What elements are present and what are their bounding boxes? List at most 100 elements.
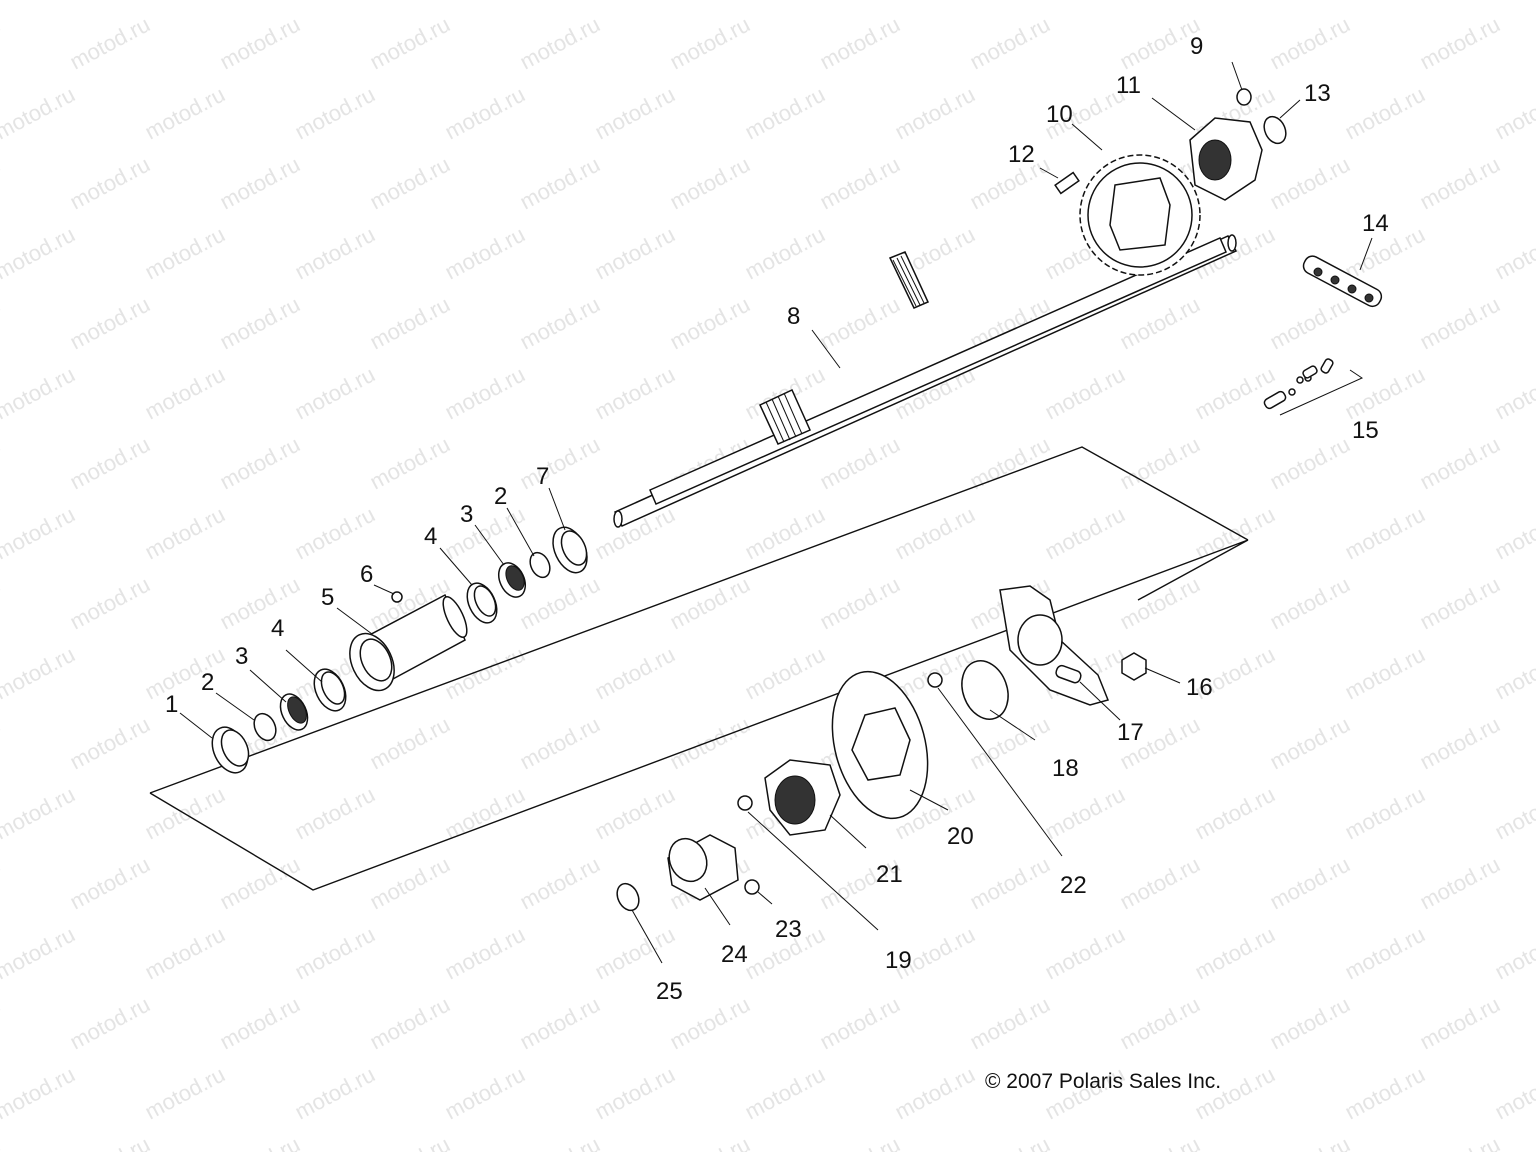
watermark-text: motod.ru bbox=[441, 222, 529, 285]
watermark-text: motod.ru bbox=[816, 992, 904, 1055]
callout-labels: 1 2 3 4 5 6 2 3 4 7 8 9 10 11 12 13 14 1… bbox=[165, 33, 1389, 1005]
callout-7: 7 bbox=[536, 463, 549, 490]
callout-16: 16 bbox=[1186, 674, 1213, 701]
watermark-text: motod.ru bbox=[291, 782, 379, 845]
watermark-text: motod.ru bbox=[291, 82, 379, 145]
watermark-text: motod.ru bbox=[0, 432, 4, 495]
watermark-text: motod.ru bbox=[141, 82, 229, 145]
callout-14: 14 bbox=[1362, 210, 1389, 237]
watermark-text: motod.ru bbox=[1266, 852, 1354, 915]
watermark-text: motod.ru bbox=[816, 292, 904, 355]
watermark-text: motod.ru bbox=[141, 922, 229, 985]
watermark-text: motod.ru bbox=[591, 1062, 679, 1125]
watermark-text: motod.ru bbox=[441, 362, 529, 425]
brake-parts bbox=[616, 585, 1147, 912]
callout-19: 19 bbox=[885, 947, 912, 974]
watermark-text: motod.ru bbox=[66, 432, 154, 495]
watermark-text: motod.ru bbox=[516, 152, 604, 215]
watermark-text: motod.ru bbox=[141, 1062, 229, 1125]
callout-2b: 2 bbox=[494, 483, 507, 510]
watermark-text: motod.ru bbox=[741, 0, 829, 4]
watermark-text: motod.ru bbox=[216, 432, 304, 495]
watermark-text: motod.ru bbox=[141, 502, 229, 565]
watermark-text: motod.ru bbox=[516, 712, 604, 775]
watermark-text: motod.ru bbox=[1341, 642, 1429, 705]
callout-2: 2 bbox=[201, 669, 214, 696]
watermark-text: motod.ru bbox=[666, 12, 754, 75]
watermark-text: motod.ru bbox=[66, 12, 154, 75]
watermark-text: motod.ru bbox=[591, 0, 679, 4]
watermark-text: motod.ru bbox=[741, 82, 829, 145]
watermark-text: motod.ru bbox=[66, 852, 154, 915]
bearing-parts bbox=[211, 526, 588, 774]
watermark-text: motod.ru bbox=[666, 1132, 754, 1152]
callout-6: 6 bbox=[360, 561, 373, 588]
watermark-text: motod.ru bbox=[666, 152, 754, 215]
watermark-text: motod.ru bbox=[216, 852, 304, 915]
watermark-text: motod.ru bbox=[1266, 12, 1354, 75]
watermark-text: motod.ru bbox=[1341, 0, 1429, 4]
watermark-text: motod.ru bbox=[0, 292, 4, 355]
watermark-text: motod.ru bbox=[1116, 572, 1204, 635]
watermark-text: motod.ru bbox=[1416, 152, 1504, 215]
watermark-text: motod.ru bbox=[591, 782, 679, 845]
watermark-text: motod.ru bbox=[0, 502, 79, 565]
watermark-text: motod.ru bbox=[891, 1062, 979, 1125]
watermark-text: motod.ru bbox=[0, 152, 4, 215]
watermark-text: motod.ru bbox=[816, 1132, 904, 1152]
callout-5: 5 bbox=[321, 584, 334, 611]
copyright-notice: © 2007 Polaris Sales Inc. bbox=[985, 1070, 1221, 1093]
watermark-text: motod.ru bbox=[216, 12, 304, 75]
callout-9: 9 bbox=[1190, 33, 1203, 60]
watermark-text: motod.ru bbox=[0, 922, 79, 985]
watermark-text: motod.ru bbox=[1191, 922, 1279, 985]
watermark-text: motod.ru bbox=[1491, 782, 1536, 845]
callout-21: 21 bbox=[876, 861, 903, 888]
watermark-text: motod.ru bbox=[1416, 432, 1504, 495]
watermark-text: motod.ru bbox=[1191, 0, 1279, 4]
watermark-text: motod.ru bbox=[1266, 1132, 1354, 1152]
watermark-text: motod.ru bbox=[141, 362, 229, 425]
watermark-text: motod.ru bbox=[216, 152, 304, 215]
watermark-text: motod.ru bbox=[216, 292, 304, 355]
watermark-text: motod.ru bbox=[1491, 82, 1536, 145]
callout-11: 11 bbox=[1116, 72, 1141, 99]
callout-15: 15 bbox=[1352, 417, 1379, 444]
watermark-text: motod.ru bbox=[891, 0, 979, 4]
watermark-text: motod.ru bbox=[816, 152, 904, 215]
watermark-text: motod.ru bbox=[0, 1062, 79, 1125]
watermark-text: motod.ru bbox=[1416, 12, 1504, 75]
watermark-text: motod.ru bbox=[516, 572, 604, 635]
watermark-text: motod.ru bbox=[1416, 852, 1504, 915]
watermark-text: motod.ru bbox=[0, 222, 79, 285]
watermark-text: motod.ru bbox=[1191, 782, 1279, 845]
watermark-text: motod.ru bbox=[216, 992, 304, 1055]
watermark-text: motod.ru bbox=[441, 922, 529, 985]
watermark-text: motod.ru bbox=[441, 82, 529, 145]
watermark-text: motod.ru bbox=[966, 12, 1054, 75]
watermark-text: motod.ru bbox=[366, 432, 454, 495]
watermark-text: motod.ru bbox=[216, 1132, 304, 1152]
watermark-text: motod.ru bbox=[816, 572, 904, 635]
watermark-text: motod.ru bbox=[1266, 152, 1354, 215]
watermark-text: motod.ru bbox=[1416, 992, 1504, 1055]
watermark-text: motod.ru bbox=[366, 292, 454, 355]
watermark-text: motod.ru bbox=[1041, 0, 1129, 4]
watermark-text: motod.ru bbox=[966, 1132, 1054, 1152]
watermark-text: motod.ru bbox=[1116, 852, 1204, 915]
watermark-text: motod.ru bbox=[0, 572, 4, 635]
watermark-text: motod.ru bbox=[291, 362, 379, 425]
callout-3: 3 bbox=[235, 643, 248, 670]
callout-20: 20 bbox=[947, 823, 974, 850]
watermark-text: motod.ru bbox=[1341, 502, 1429, 565]
watermark-text: motod.ru bbox=[591, 82, 679, 145]
watermark-text: motod.ru bbox=[66, 1132, 154, 1152]
watermark-text: motod.ru bbox=[66, 152, 154, 215]
watermark-text: motod.ru bbox=[666, 572, 754, 635]
watermark-text: motod.ru bbox=[591, 642, 679, 705]
watermark-text: motod.ru bbox=[66, 992, 154, 1055]
watermark-text: motod.ru bbox=[591, 362, 679, 425]
watermark-text: motod.ru bbox=[966, 992, 1054, 1055]
watermark-text: motod.ru bbox=[1041, 922, 1129, 985]
